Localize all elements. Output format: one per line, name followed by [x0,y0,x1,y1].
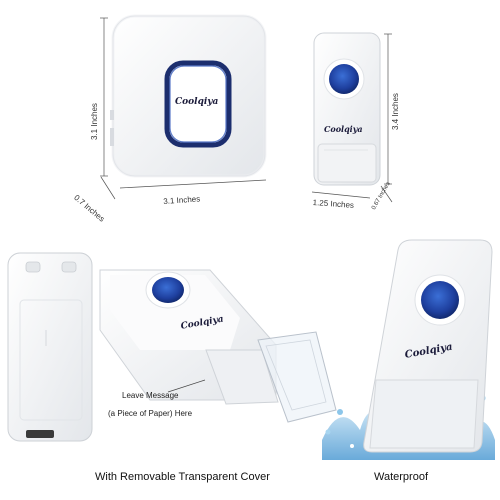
cover-view-unit [99,269,337,423]
waterproof-button-unit [363,239,493,453]
push-button-dimension-lines [311,33,393,203]
receiver-brand-logo: Coolqiya [175,97,219,107]
leave-message-label: Leave Message [122,391,179,400]
push-button-height-label: 3.4 Inches [391,93,400,130]
leave-message-sublabel: (a Piece of Paper) Here [108,409,193,418]
removable-cover-caption: With Removable Transparent Cover [95,471,270,483]
push-button-brand-logo: Coolqiya [324,124,363,134]
waterproof-caption: Waterproof [374,471,429,483]
receiver-height-label: 3.1 Inches [90,103,99,140]
back-view-unit [7,252,93,442]
receiver-unit [110,14,267,178]
receiver-dimension-lines [100,17,267,200]
push-button-unit [313,32,381,186]
leave-message-pointer [167,379,206,393]
